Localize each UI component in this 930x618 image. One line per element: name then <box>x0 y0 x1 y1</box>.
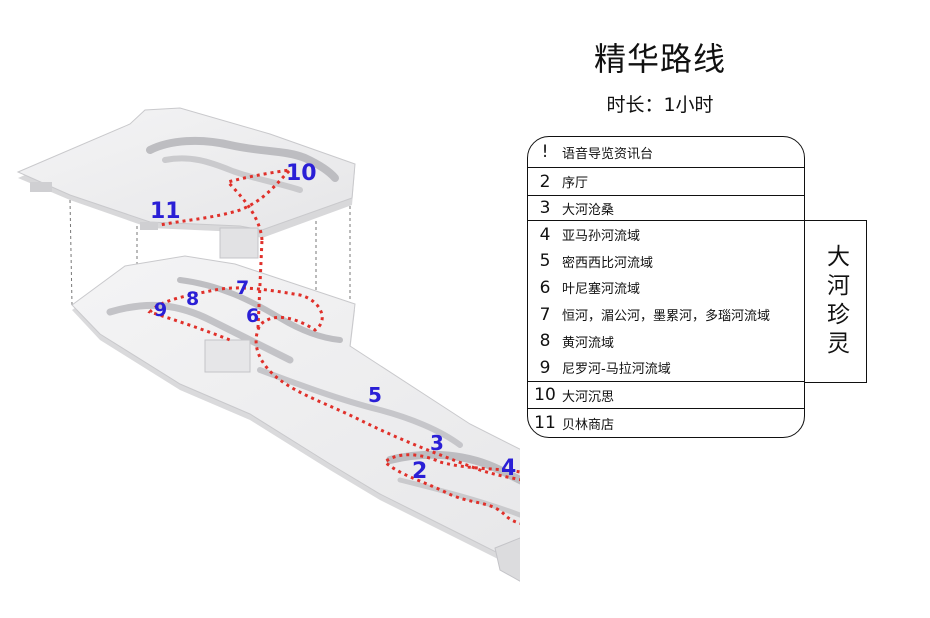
legend-label: 黄河流域 <box>562 335 615 351</box>
legend-row: ! 语音导览资讯台 <box>528 137 804 168</box>
legend-label: 贝林商店 <box>562 417 615 433</box>
legend-label: 尼罗河-马拉河流域 <box>562 362 671 377</box>
upper-floor <box>16 107 356 259</box>
legend-number: 7 <box>539 304 551 325</box>
legend-label: 密西西比河流域 <box>562 255 654 271</box>
legend-number: 8 <box>539 331 551 351</box>
legend-label: 大河沉思 <box>562 389 615 405</box>
visit-route <box>147 167 520 525</box>
legend-label: 叶尼塞河流域 <box>562 282 641 297</box>
marker-7: 7 <box>236 277 249 299</box>
marker-4: 4 <box>501 456 516 481</box>
marker-2: 2 <box>412 459 427 484</box>
legend-number: 4 <box>539 224 551 245</box>
legend-label: 恒河，湄公河，墨累河，多瑙河流域 <box>562 309 771 324</box>
legend-number: 11 <box>534 413 556 433</box>
legend-row: 8 黄河流域 <box>528 328 804 354</box>
duration-label: 时长：1小时 <box>606 94 714 116</box>
legend-row: 2 序厅 <box>528 168 804 196</box>
legend-number: 10 <box>534 385 556 405</box>
legend-label: 大河沧桑 <box>562 202 615 218</box>
marker-6: 6 <box>246 305 259 327</box>
marker-5: 5 <box>368 383 382 407</box>
legend-row: 9 尼罗河-马拉河流域 <box>528 354 804 382</box>
marker-3: 3 <box>430 431 444 455</box>
lower-floor <box>71 255 520 582</box>
legend-row: 3 大河沧桑 <box>528 196 804 221</box>
marker-8: 8 <box>186 288 199 310</box>
legend-label: 语音导览资讯台 <box>562 146 654 162</box>
legend-number: 6 <box>539 277 551 298</box>
marker-11: 11 <box>150 199 181 224</box>
legend-row: 5 密西西比河流域 <box>528 248 804 274</box>
group-label: 大河珍灵 <box>822 243 849 360</box>
legend-label: 亚马孙河流域 <box>562 229 641 244</box>
legend-number: 3 <box>539 198 551 218</box>
legend-number: 9 <box>539 357 551 378</box>
group-bracket: 大河珍灵 <box>805 220 867 383</box>
legend-row: 4 亚马孙河流域 <box>528 221 804 248</box>
legend-number: ! <box>541 142 549 162</box>
legend-row: 7 恒河，湄公河，墨累河，多瑙河流域 <box>528 301 804 328</box>
legend-label: 序厅 <box>562 176 589 191</box>
legend-row: 11 贝林商店 <box>528 409 804 437</box>
marker-10: 10 <box>286 161 317 186</box>
legend-row: 6 叶尼塞河流域 <box>528 274 804 301</box>
legend-row: 10 大河沉思 <box>528 382 804 409</box>
floor-plan-illustration: ! 2 3 4 5 6 7 8 9 10 11 <box>16 107 520 582</box>
legend-number: 5 <box>539 251 551 271</box>
route-legend: ! 语音导览资讯台 2 序厅 3 大河沧桑 4 亚马孙河流域 5 密西西比河流域… <box>527 136 805 438</box>
route-markers: ! 2 3 4 5 6 7 8 9 10 11 <box>150 161 516 484</box>
page-title: 精华路线 <box>593 40 726 78</box>
legend-number: 2 <box>539 171 551 192</box>
marker-9: 9 <box>154 299 167 321</box>
